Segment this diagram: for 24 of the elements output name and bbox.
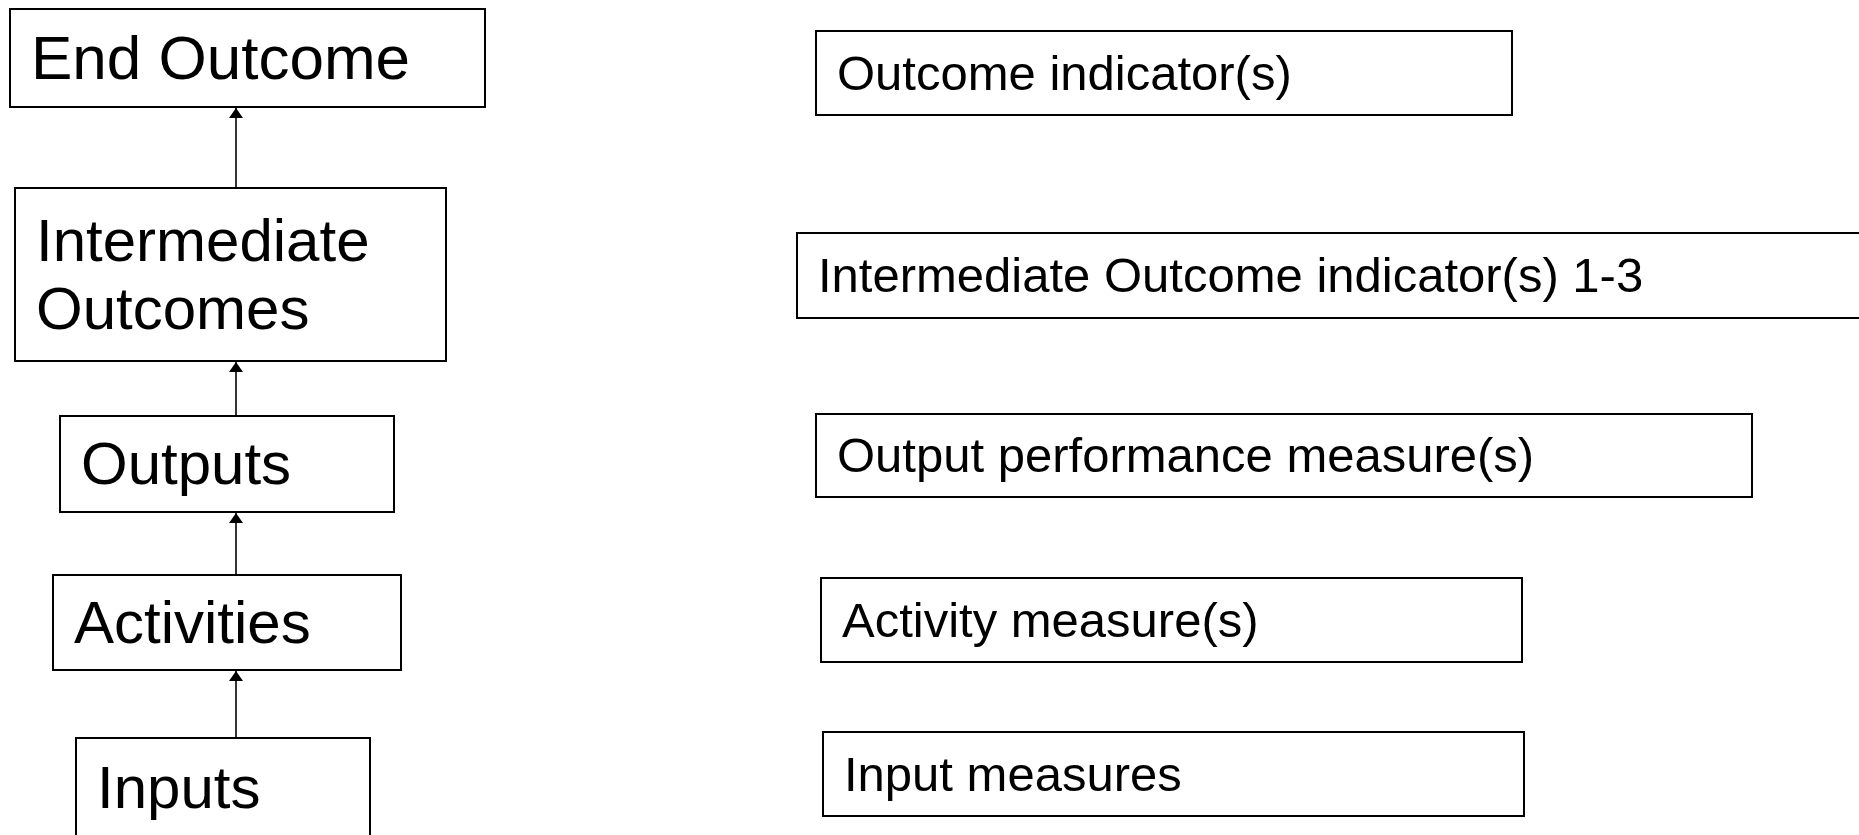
measure-box — [796, 232, 1859, 319]
stage-box — [59, 415, 395, 513]
arrow — [229, 670, 243, 738]
stage-box — [14, 187, 447, 362]
measure-box — [820, 577, 1523, 663]
measure-label: Activity measure(s) — [842, 592, 1259, 648]
arrow — [229, 512, 243, 575]
measure-label: Outcome indicator(s) — [837, 45, 1292, 101]
stage-label: Intermediate Outcomes — [36, 207, 371, 342]
stage-box — [9, 8, 486, 108]
measure-box — [815, 30, 1513, 116]
stage-box — [75, 737, 371, 835]
measure-box — [815, 413, 1753, 498]
stage-label: Inputs — [97, 754, 261, 822]
arrow — [229, 361, 243, 416]
measure-label: Input measures — [844, 746, 1182, 802]
stage-label: Activities — [74, 588, 311, 657]
measure-label: Output performance measure(s) — [837, 428, 1535, 483]
measure-label: Intermediate Outcome indicator(s) 1-3 — [818, 248, 1644, 303]
measure-box — [822, 731, 1525, 817]
stage-label: Outputs — [81, 430, 292, 498]
arrow — [229, 107, 243, 188]
stage-label: End Outcome — [31, 23, 411, 93]
stage-box — [52, 574, 402, 671]
